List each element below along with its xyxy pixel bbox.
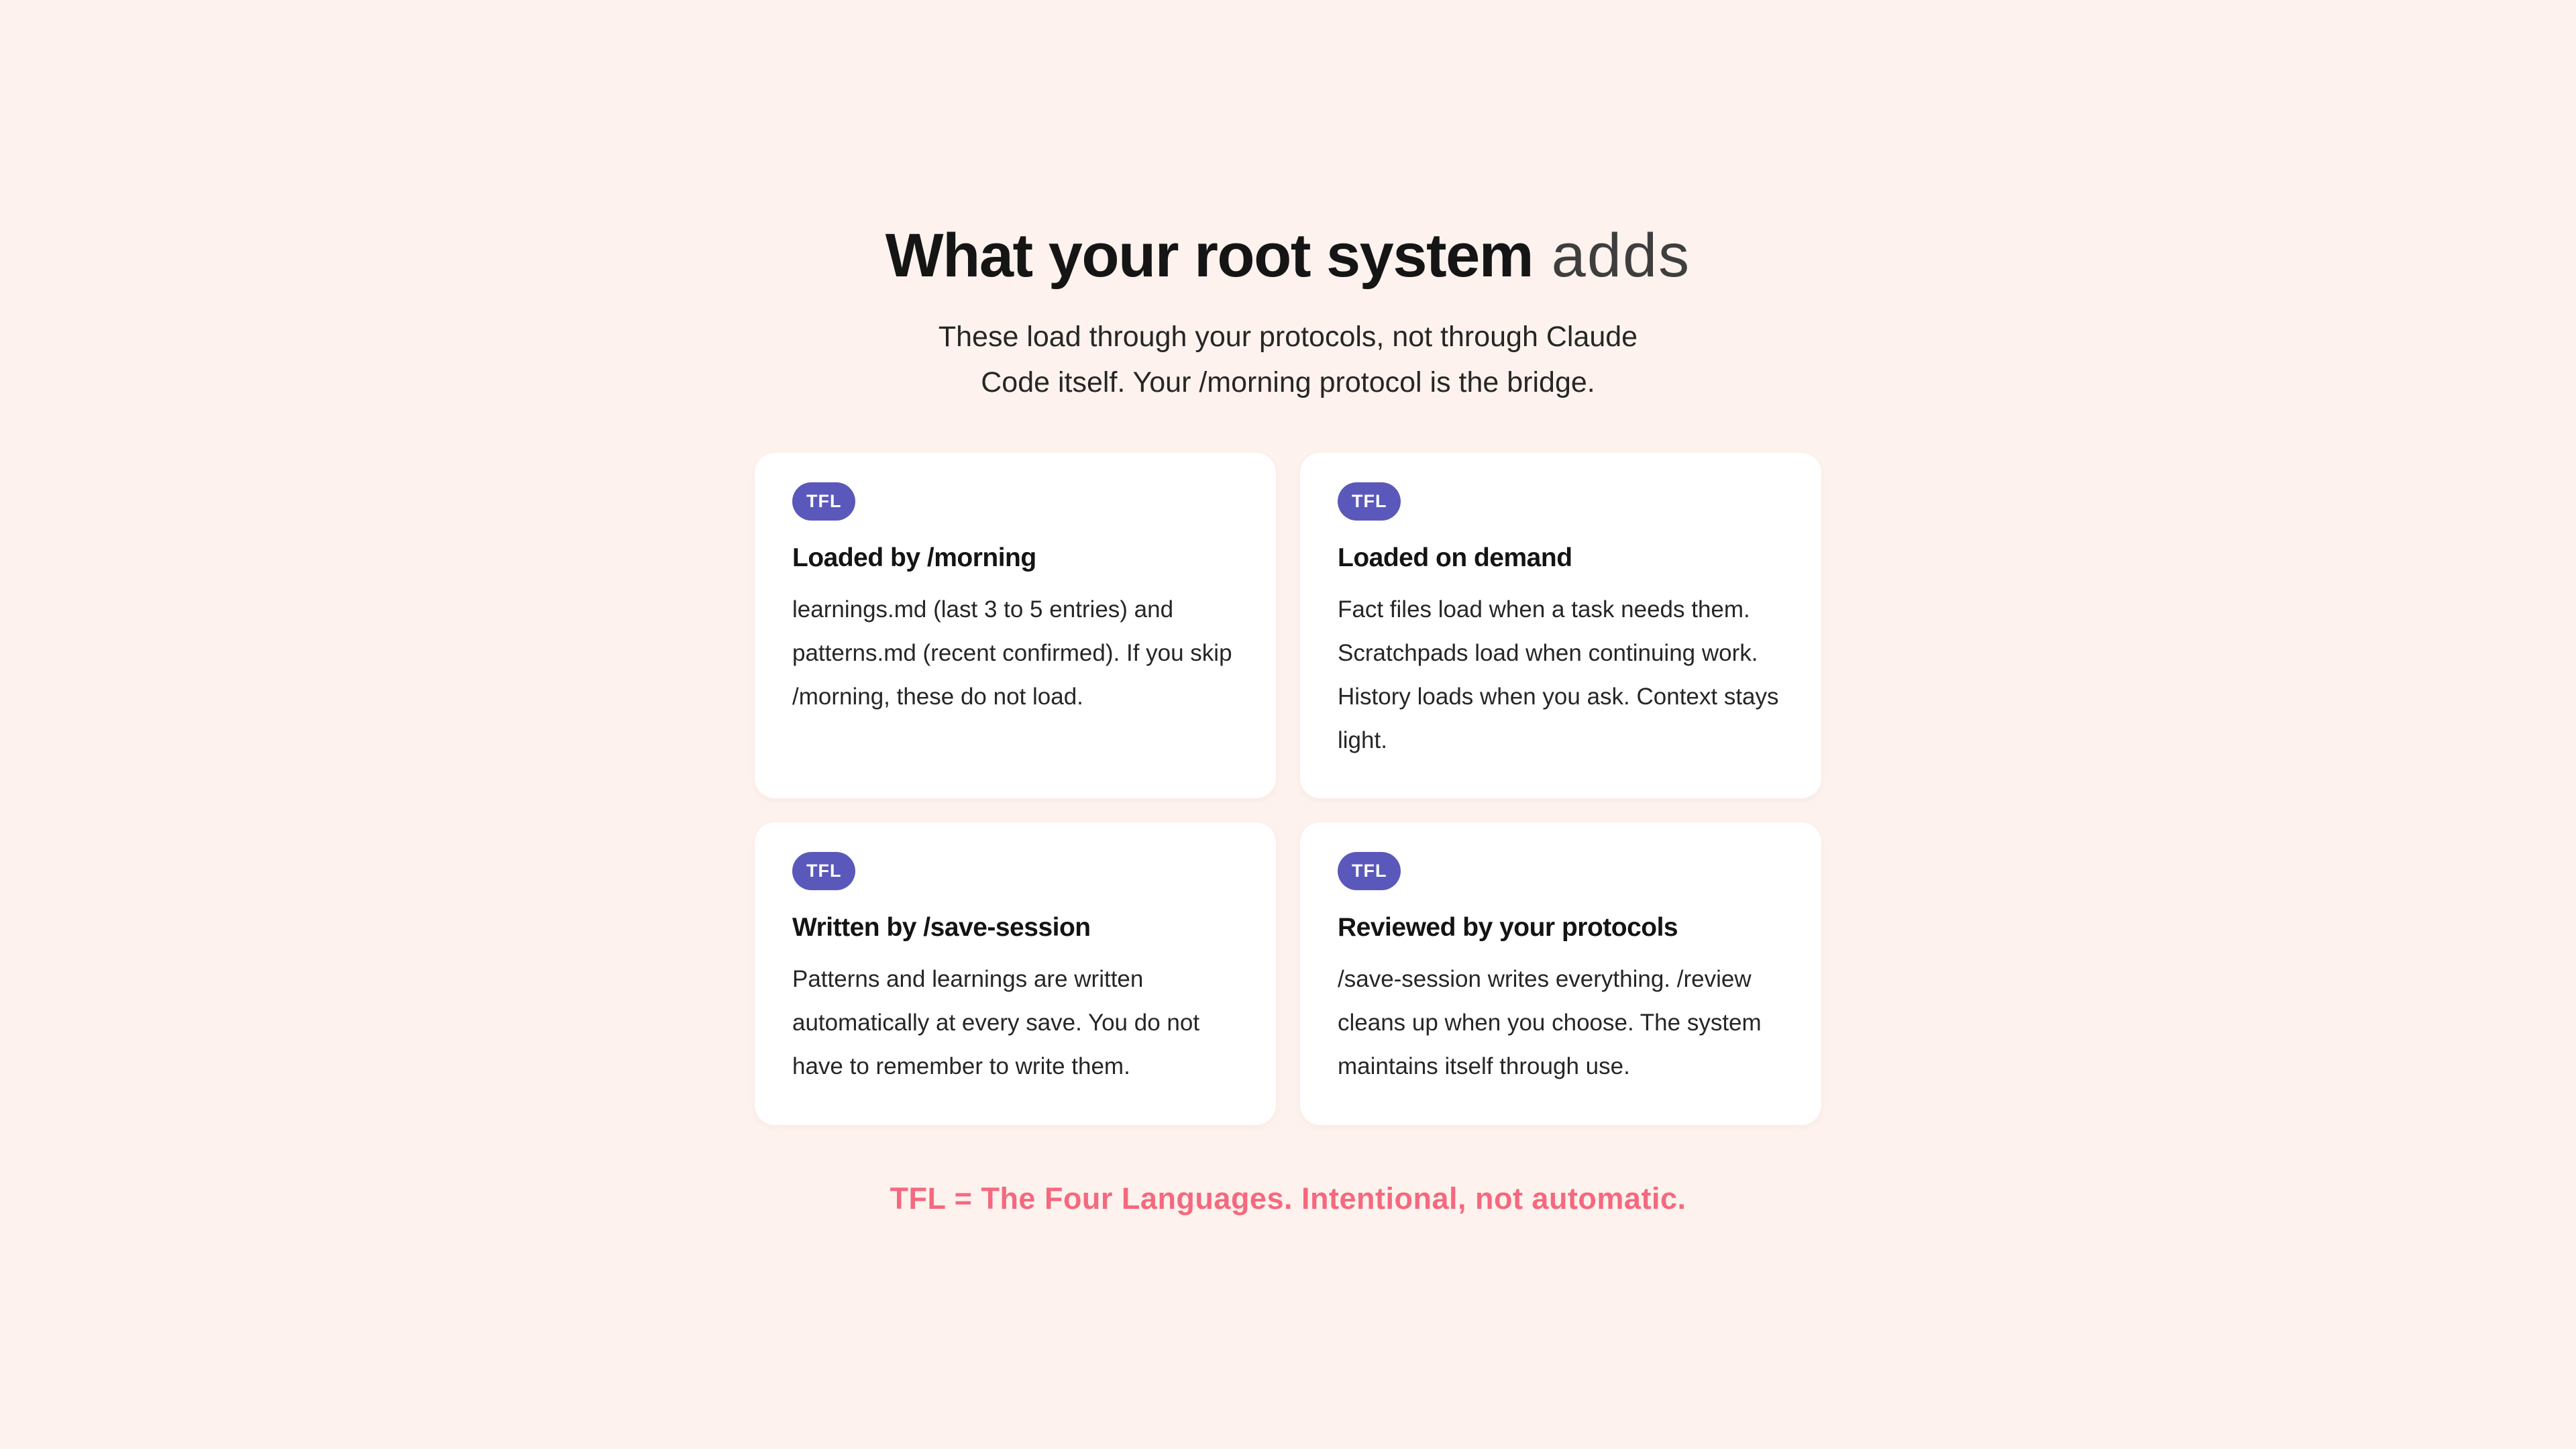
- card-body: Patterns and learnings are written autom…: [792, 966, 1200, 1080]
- card-body: Fact files load when a task needs them. …: [1338, 596, 1779, 754]
- card-body: /save-session writes everything. /review…: [1338, 966, 1762, 1080]
- card-title: Reviewed by your protocols: [1338, 913, 1678, 943]
- page-title: What your root system adds: [755, 221, 1821, 290]
- card-title: Loaded on demand: [1338, 543, 1572, 572]
- tfl-badge: TFL: [1338, 482, 1401, 521]
- page-subtitle: These load through your protocols, not t…: [938, 321, 1638, 398]
- page-title-light: adds: [1533, 221, 1691, 290]
- card-written-by-save-session: TFL Written by /save-session Patterns an…: [755, 822, 1276, 1125]
- content-container: What your root system adds These load th…: [755, 0, 1821, 1216]
- tfl-badge: TFL: [792, 852, 856, 891]
- card-body: learnings.md (last 3 to 5 entries) and p…: [792, 596, 1232, 710]
- page-title-bold: What your root system: [885, 221, 1534, 290]
- card-title: Loaded by /morning: [792, 543, 1036, 572]
- tfl-badge: TFL: [792, 482, 856, 521]
- card-grid: TFL Loaded by /morning learnings.md (las…: [755, 452, 1821, 1125]
- card-reviewed-by-protocols: TFL Reviewed by your protocols /save-ses…: [1300, 822, 1821, 1125]
- tfl-badge: TFL: [1338, 852, 1401, 891]
- footer-note: TFL = The Four Languages. Intentional, n…: [890, 1181, 1686, 1216]
- card-loaded-on-demand: TFL Loaded on demand Fact files load whe…: [1300, 452, 1821, 799]
- card-title: Written by /save-session: [792, 913, 1091, 943]
- card-loaded-by-morning: TFL Loaded by /morning learnings.md (las…: [755, 452, 1276, 799]
